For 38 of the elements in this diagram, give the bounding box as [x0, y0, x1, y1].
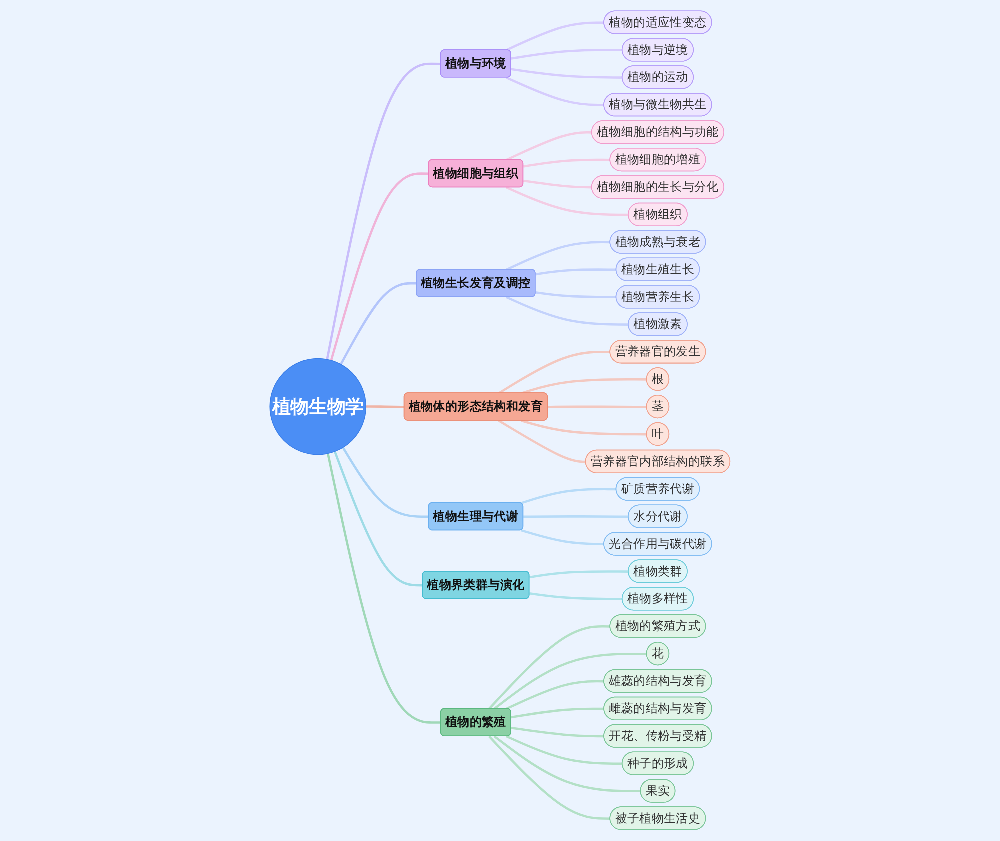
connector	[330, 172, 429, 361]
connector	[334, 451, 423, 587]
connector	[506, 680, 604, 710]
connector	[506, 186, 629, 216]
connector	[529, 570, 629, 579]
connector	[342, 447, 429, 518]
connector	[529, 592, 623, 600]
connector	[326, 454, 442, 724]
connector	[506, 735, 623, 766]
connector	[488, 736, 610, 820]
connector	[511, 68, 623, 79]
connector	[520, 488, 616, 504]
connector	[511, 49, 623, 60]
connector	[535, 292, 616, 299]
connector	[506, 296, 629, 326]
connector	[498, 351, 610, 394]
connector	[506, 241, 610, 271]
connector	[523, 180, 592, 189]
connector	[523, 158, 610, 168]
connector	[521, 420, 647, 436]
connector	[366, 406, 405, 408]
node-circle: 植物生物学	[270, 358, 366, 456]
connector	[520, 529, 604, 546]
connector	[488, 626, 610, 710]
connector	[494, 736, 641, 793]
connector	[498, 420, 586, 464]
connector	[548, 406, 647, 408]
connector	[506, 22, 604, 52]
connector	[340, 282, 417, 366]
connector	[506, 131, 592, 162]
connector	[523, 516, 629, 518]
connector	[511, 726, 604, 738]
connector	[326, 62, 442, 360]
connector	[506, 76, 604, 106]
connector	[535, 268, 616, 276]
connector	[521, 378, 647, 395]
connector	[511, 708, 604, 719]
connector	[494, 652, 647, 710]
